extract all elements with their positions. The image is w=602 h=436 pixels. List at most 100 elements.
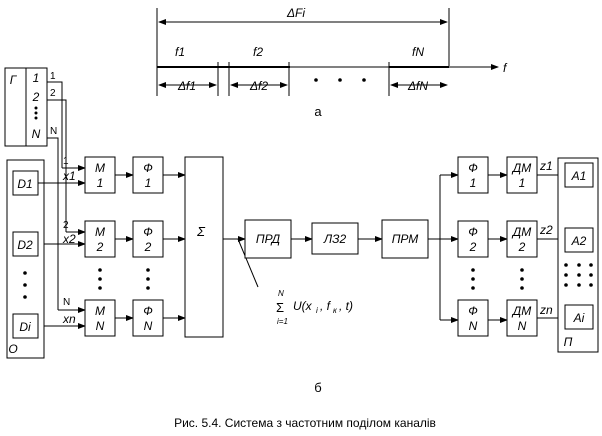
formula-upper: N	[278, 289, 284, 298]
carrier-1-label: 1	[63, 156, 69, 167]
modulator-N-name: М	[95, 304, 105, 318]
receiver-a2-label: A2	[571, 234, 587, 248]
gen-line-2	[47, 99, 67, 232]
tx-filter-N	[132, 299, 164, 337]
gen-dot	[34, 116, 38, 120]
gen-line-1	[47, 81, 63, 168]
gen-dot	[34, 106, 38, 110]
tx-filter-2-index: 2	[144, 240, 152, 254]
rx-filter-N	[457, 299, 489, 337]
formula-sub: i	[316, 306, 318, 315]
generator-label: Г	[10, 73, 18, 87]
generator-chN: N	[32, 127, 41, 141]
rxf-dot	[471, 268, 475, 272]
tx-filter-2	[132, 220, 164, 258]
rx-filter-1-index: 1	[470, 176, 477, 190]
src-dot	[23, 283, 27, 287]
sources-block: D1 D2 Di О 1 2 N x1 x2 xn	[6, 156, 86, 359]
line-link-label: ЛЗ2	[323, 232, 347, 246]
src-dot	[23, 295, 27, 299]
generator-ch2: 2	[32, 90, 40, 104]
dm-dot	[520, 286, 524, 290]
source-d2	[12, 231, 39, 257]
source-d2-label: D2	[17, 238, 33, 252]
tx-filter-1	[132, 156, 164, 194]
modulator-N-index: N	[96, 319, 105, 333]
tx-filter-N-name: Ф	[143, 304, 153, 318]
rx-filter-2	[457, 220, 489, 258]
tx-filter-2-name: Ф	[143, 225, 153, 239]
f2-label: f2	[253, 45, 263, 59]
demodulator-N-index: N	[518, 319, 527, 333]
formula-leader	[237, 238, 259, 288]
gen-dot	[34, 111, 38, 115]
f1-label: f1	[175, 45, 185, 59]
tx-filters: Ф 1 Ф 2 Ф N	[132, 156, 164, 337]
modulator-2-index: 2	[96, 240, 104, 254]
df1-label: Δf1	[177, 79, 196, 93]
formula-body: U(x	[293, 299, 313, 313]
ellipsis-dot	[314, 78, 318, 82]
source-di-label: Di	[19, 320, 31, 334]
dm-dot	[520, 268, 524, 272]
x2-label: x2	[62, 232, 76, 246]
rcv-dot	[564, 283, 568, 287]
rx-filter-N-name: Ф	[468, 304, 478, 318]
tx-filter-1-index: 1	[145, 176, 152, 190]
formula-sub: к	[333, 306, 338, 315]
receiver-a2	[564, 227, 594, 253]
generator-ch1: 1	[33, 71, 40, 85]
formula-sigma: Σ	[276, 300, 284, 315]
formula-end: , t)	[339, 299, 353, 313]
rx-filters: Ф 1 Ф 2 Ф N	[457, 156, 489, 337]
rcv-dot	[577, 263, 581, 267]
rx-filter-2-index: 2	[469, 240, 477, 254]
txf-dot	[146, 286, 150, 290]
rx-filter-1-name: Ф	[468, 161, 478, 175]
part-a-label: а	[314, 104, 322, 119]
fN-label: fN	[412, 45, 424, 59]
formula: Σ N i=1 U(x i , f к , t)	[276, 289, 353, 326]
transmitter	[244, 219, 292, 259]
gen-out2: 2	[50, 88, 56, 99]
receiver-ai	[564, 304, 594, 330]
rcv-dot	[564, 273, 568, 277]
receiver-ai-label: Ai	[573, 311, 585, 325]
mod-dot	[98, 277, 102, 281]
txf-dot	[146, 268, 150, 272]
formula-mid: , f	[320, 299, 332, 313]
rcv-dot	[564, 263, 568, 267]
formula-lower: i=1	[277, 317, 288, 326]
line-link	[311, 222, 359, 255]
rx-filter-N-index: N	[469, 319, 478, 333]
rcv-dot	[589, 283, 593, 287]
ellipsis-dot	[338, 78, 342, 82]
gen-out1: 1	[50, 71, 56, 82]
receiver	[381, 219, 429, 259]
demodulator-N-name: ДМ	[511, 304, 531, 318]
rcv-dot	[577, 283, 581, 287]
generator-block: Г 1 2 N 1 2 N	[4, 67, 67, 310]
transmitter-label: ПРД	[256, 232, 281, 246]
mod-dot	[98, 268, 102, 272]
demodulator-1-index: 1	[519, 176, 526, 190]
receiver-a1-label: A1	[571, 169, 587, 183]
demodulator-1-name: ДМ	[511, 161, 531, 175]
demodulator-N	[506, 299, 538, 337]
demodulator-2-index: 2	[518, 240, 526, 254]
modulator-2	[84, 220, 116, 258]
f-axis-label: f	[503, 61, 508, 75]
z2-label: z2	[539, 223, 553, 237]
rcv-dot	[577, 273, 581, 277]
z1-label: z1	[539, 159, 553, 173]
carrier-N-label: N	[63, 297, 70, 308]
rx-filter-2-name: Ф	[468, 225, 478, 239]
summator-symbol: Σ	[196, 224, 206, 239]
receiver-label: ПРМ	[392, 232, 419, 246]
source-d1-label: D1	[17, 177, 32, 191]
demodulators: ДМ 1 ДМ 2 ДМ N	[506, 156, 538, 337]
src-dot	[23, 271, 27, 275]
receivers-group-label: П	[564, 335, 573, 349]
dfN-label: ΔfN	[407, 79, 428, 93]
